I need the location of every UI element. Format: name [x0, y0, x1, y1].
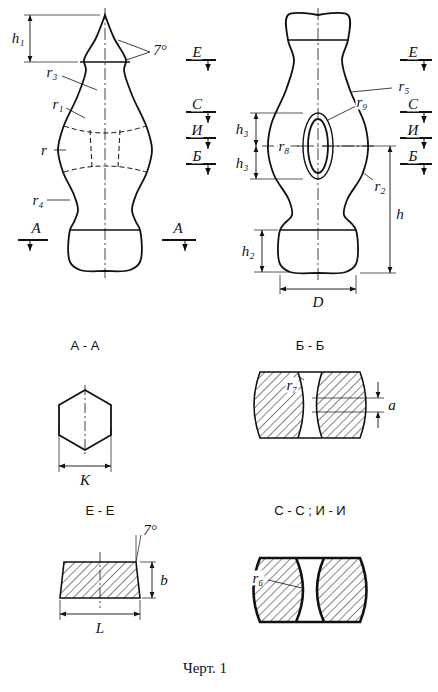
center-line [100, 552, 101, 608]
extension-line [142, 598, 156, 599]
center-line [105, 8, 106, 278]
section-arrow [424, 112, 425, 123]
dimension-label: а [387, 398, 397, 413]
extension-line [24, 15, 100, 16]
extension-line [59, 428, 60, 472]
section-title: Е - Е [85, 504, 116, 517]
dimension-label: Б [408, 149, 419, 164]
section-arrow [208, 164, 209, 175]
extension-line [254, 230, 278, 231]
section-arrow [185, 240, 186, 251]
extension-line [140, 562, 156, 563]
dimension-label: Е [407, 45, 418, 60]
dimension-label: И [191, 123, 204, 138]
extension-line [140, 600, 141, 620]
dimension-label: r₈ [277, 139, 290, 154]
dimension-label: r₁ [51, 97, 64, 112]
extension-line [322, 146, 396, 147]
extension-line [250, 113, 303, 114]
extension-line [254, 272, 290, 273]
dimension-line [256, 146, 257, 179]
dimension-label: С [191, 97, 203, 112]
dimension-label: А [30, 221, 41, 236]
radius-leader [268, 580, 302, 588]
dimension-label: Е [191, 45, 202, 60]
drawing-group [18, 8, 432, 622]
section-marker [162, 239, 196, 241]
extension-line [111, 428, 112, 472]
dimension-label: А [172, 221, 183, 236]
eye-section [254, 558, 367, 622]
dimension-label: Б [192, 149, 203, 164]
dimension-line [262, 230, 263, 272]
extension-line [360, 273, 396, 274]
dimension-label: С [407, 97, 419, 112]
dimension-line [280, 289, 356, 290]
caption: Черт. 1 [183, 660, 227, 677]
section-marker [18, 239, 48, 241]
dimension-label: r₃ [45, 65, 58, 80]
dimension-label: r₂ [373, 179, 386, 194]
dimension-label: h [395, 207, 405, 222]
dimension-label: h₂ [241, 244, 256, 259]
dimension-label: r₅ [397, 79, 410, 94]
section-title: А - А [70, 339, 101, 352]
extension-line [312, 398, 384, 399]
dimension-label: r₉ [355, 95, 368, 110]
extension-line [136, 535, 141, 562]
section-arrow [208, 60, 209, 71]
dimension-label: 7° [142, 523, 158, 538]
dimension-line [152, 562, 153, 598]
section-title: С - С ; И - И [273, 504, 346, 517]
dimension-line [59, 466, 111, 467]
dimension-line [378, 382, 379, 398]
dimension-line [30, 15, 31, 62]
dimension-line [60, 614, 140, 615]
dimension-label: r₆ [251, 571, 264, 586]
extension-line [60, 600, 61, 620]
radius-leader [294, 88, 392, 180]
extension-line [24, 62, 78, 63]
dimension-label: 7° [152, 43, 168, 58]
dimension-label: h₃ [235, 156, 250, 171]
dimension-label: D [312, 295, 325, 310]
dimension-label: L [95, 621, 105, 636]
section-arrow [208, 112, 209, 123]
dimension-label: h₁ [11, 31, 26, 46]
section-arrow [424, 164, 425, 175]
section-arrow [424, 138, 425, 149]
center-line [318, 8, 319, 280]
dimension-label: h₃ [235, 122, 250, 137]
radius-leader [47, 76, 97, 200]
section-title: Б - Б [295, 339, 326, 352]
dimension-label: r₇ [285, 378, 298, 393]
dimension-label: И [407, 123, 420, 138]
center-line [85, 385, 86, 455]
extension-line [136, 535, 137, 562]
extension-line [312, 412, 384, 413]
extension-line [250, 179, 303, 180]
dimension-label: К [79, 473, 91, 488]
dimension-label: r₄ [31, 193, 44, 208]
section-arrow [30, 240, 31, 251]
dimension-label: r [40, 143, 48, 158]
extension-line [356, 275, 357, 294]
section-arrow [424, 60, 425, 71]
section-arrow [208, 138, 209, 149]
angle-leader [118, 40, 150, 60]
extension-line [280, 275, 281, 294]
dimension-line [390, 146, 391, 273]
face-edge [80, 61, 130, 62]
dimension-line [378, 412, 379, 428]
dimension-line [256, 113, 257, 146]
dimension-label: b [159, 573, 169, 588]
eye-section [254, 372, 366, 438]
radius-leader [298, 376, 304, 380]
